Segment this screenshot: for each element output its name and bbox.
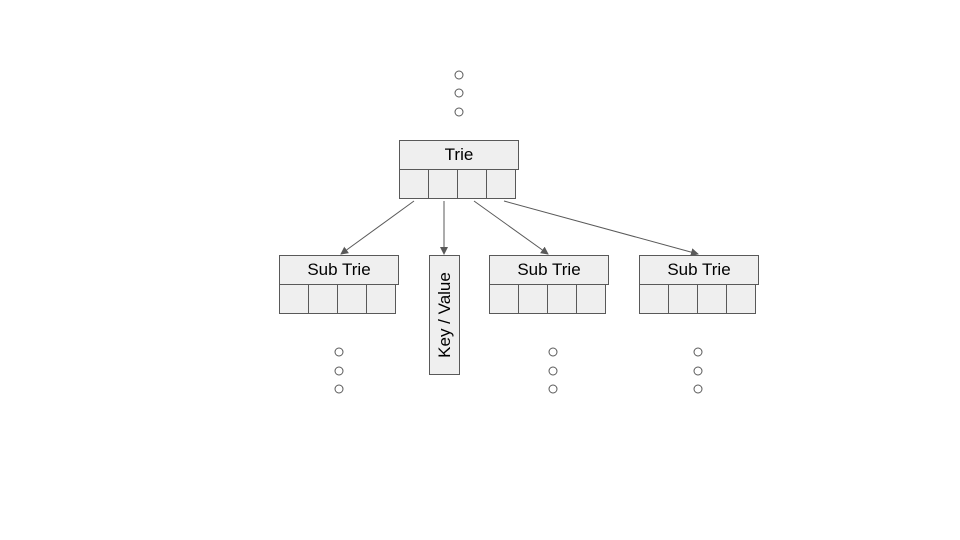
subtrie-node-3: Sub Trie	[639, 255, 759, 315]
subtrie-node-label: Sub Trie	[639, 255, 759, 285]
root-slot-row	[399, 169, 519, 199]
root-slot	[486, 169, 516, 199]
subtrie-node-2: Sub Trie	[489, 255, 609, 315]
subtrie-slot	[518, 284, 548, 314]
subtrie-1-ellipsis-icon	[334, 347, 344, 394]
subtrie-slot-row	[639, 284, 759, 314]
subtrie-slot	[547, 284, 577, 314]
subtrie-slot	[668, 284, 698, 314]
subtrie-node-label: Sub Trie	[279, 255, 399, 285]
subtrie-slot	[279, 284, 309, 314]
subtrie-2-ellipsis-icon	[548, 347, 558, 394]
subtrie-slot-row	[489, 284, 609, 314]
root-node: Trie	[399, 140, 519, 200]
root-ellipsis-icon	[454, 70, 464, 117]
subtrie-slot-row	[279, 284, 399, 314]
subtrie-slot	[308, 284, 338, 314]
subtrie-slot	[639, 284, 669, 314]
subtrie-3-ellipsis-icon	[693, 347, 703, 394]
edge-root-to-subtrie-1	[340, 200, 415, 255]
subtrie-slot	[576, 284, 606, 314]
subtrie-node-1: Sub Trie	[279, 255, 399, 315]
edge-root-to-subtrie-3	[503, 200, 699, 257]
key-value-node: Key / Value	[429, 255, 460, 375]
root-slot	[457, 169, 487, 199]
root-node-label: Trie	[399, 140, 519, 170]
subtrie-slot	[337, 284, 367, 314]
subtrie-slot	[366, 284, 396, 314]
subtrie-node-label: Sub Trie	[489, 255, 609, 285]
subtrie-slot	[697, 284, 727, 314]
subtrie-slot	[726, 284, 756, 314]
root-slot	[399, 169, 429, 199]
key-value-label: Key / Value	[434, 272, 454, 358]
root-slot	[428, 169, 458, 199]
subtrie-slot	[489, 284, 519, 314]
edge-root-to-subtrie-2	[473, 200, 549, 255]
